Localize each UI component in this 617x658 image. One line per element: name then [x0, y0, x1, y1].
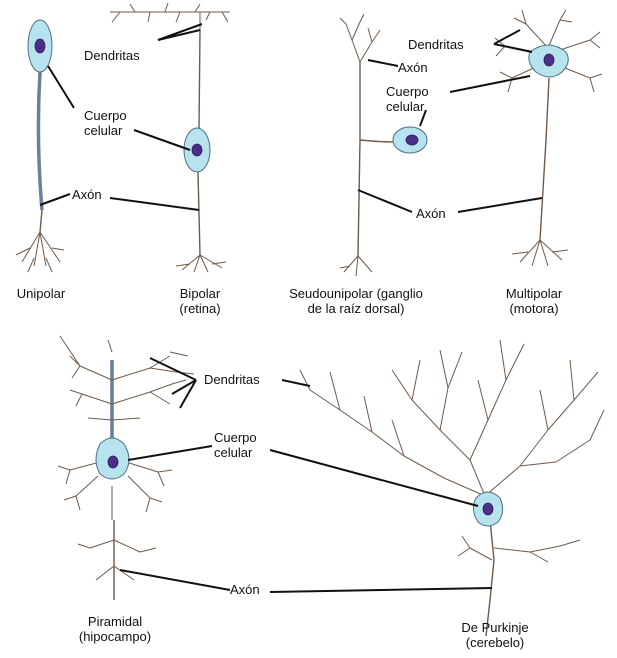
label-dendritas-top-left: Dendritas: [84, 48, 140, 63]
unipolar-nucleus: [35, 39, 45, 53]
caption-line: (cerebelo): [440, 635, 550, 650]
multipolar-nucleus: [544, 54, 554, 66]
pyramidal-neuron: [58, 336, 194, 600]
pseudounipolar-neuron: [340, 14, 427, 276]
caption-line: (motora): [484, 301, 584, 316]
caption-multipolar: Multipolar (motora): [484, 286, 584, 316]
pseudounipolar-nucleus: [406, 135, 418, 145]
caption-line: de la raíz dorsal): [258, 301, 454, 316]
caption-line: Bipolar: [160, 286, 240, 301]
bipolar-nucleus: [192, 144, 202, 156]
label-cuerpo-celular-bottom: Cuerpo celular: [214, 430, 257, 460]
unipolar-neuron: [16, 20, 64, 272]
label-cuerpo-celular-top-left: Cuerpo celular: [84, 108, 127, 138]
caption-purkinje: De Purkinje (cerebelo): [440, 620, 550, 650]
label-axon-bottom: Axón: [230, 582, 260, 597]
label-line: Cuerpo: [214, 430, 257, 445]
caption-unipolar: Unipolar: [6, 286, 76, 301]
caption-line: (retina): [160, 301, 240, 316]
caption-bipolar: Bipolar (retina): [160, 286, 240, 316]
pyramidal-nucleus: [108, 456, 118, 468]
label-axon-top-right-lower: Axón: [416, 206, 446, 221]
caption-seudounipolar: Seudounipolar (ganglio de la raíz dorsal…: [258, 286, 454, 316]
caption-line: Piramidal: [60, 614, 170, 629]
label-line: Cuerpo: [84, 108, 127, 123]
label-cuerpo-celular-top-right: Cuerpo celular: [386, 84, 429, 114]
caption-line: (hipocampo): [60, 629, 170, 644]
caption-line: Multipolar: [484, 286, 584, 301]
label-line: Cuerpo: [386, 84, 429, 99]
label-dendritas-top-right: Dendritas: [408, 37, 464, 52]
caption-line: Unipolar: [6, 286, 76, 301]
bipolar-neuron: [110, 3, 230, 272]
label-line: celular: [214, 445, 257, 460]
label-dendritas-bottom: Dendritas: [204, 372, 260, 387]
label-axon-top-left: Axón: [72, 187, 102, 202]
label-axon-top-right-upper: Axón: [398, 60, 428, 75]
caption-line: De Purkinje: [440, 620, 550, 635]
caption-line: Seudounipolar (ganglio: [258, 286, 454, 301]
label-line: celular: [84, 123, 127, 138]
label-line: celular: [386, 99, 429, 114]
caption-piramidal: Piramidal (hipocampo): [60, 614, 170, 644]
purkinje-nucleus: [483, 503, 493, 515]
